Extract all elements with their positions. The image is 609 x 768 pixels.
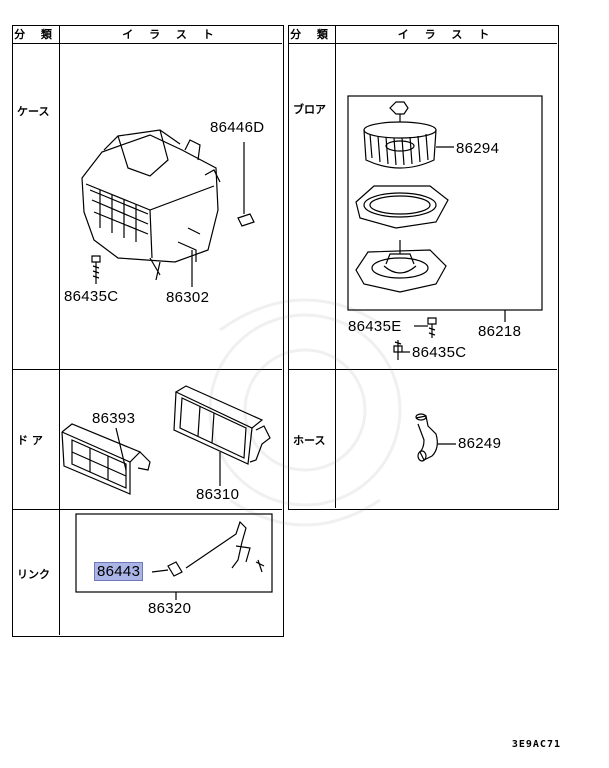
part-86294-label[interactable]: 86294 — [456, 140, 500, 157]
category-door: ド ア — [17, 434, 43, 447]
part-86393-label[interactable]: 86393 — [92, 410, 136, 427]
category-case: ケース — [17, 105, 50, 118]
right-category-header: 分 類 — [289, 26, 336, 44]
left-illust-header: イ ラ ス ト — [60, 26, 282, 44]
link-assembly-drawing — [75, 513, 273, 600]
part-86446D-label[interactable]: 86446D — [210, 119, 265, 136]
left-row-divider-1 — [13, 369, 282, 370]
case-screw-drawing — [91, 255, 101, 284]
door-filter-drawing — [61, 423, 151, 495]
left-row-divider-2 — [13, 509, 282, 510]
left-category-header: 分 類 — [13, 26, 60, 44]
case-clip-drawing — [237, 142, 255, 227]
part-86443-label[interactable]: 86443 — [94, 562, 144, 581]
case-housing-drawing — [81, 129, 221, 281]
right-column-divider — [335, 44, 336, 508]
part-86435E-label[interactable]: 86435E — [348, 318, 402, 335]
blower-assembly-drawing — [347, 95, 543, 322]
part-highlight: 86443 — [94, 562, 144, 581]
category-link: リンク — [17, 568, 50, 581]
left-parts-table: 分 類 イ ラ ス ト — [12, 25, 284, 637]
door-main-drawing — [173, 385, 271, 486]
diagram-code: 3E9AC71 — [511, 739, 561, 750]
part-86218-label[interactable]: 86218 — [478, 323, 522, 340]
watermark-emblem — [208, 298, 402, 527]
right-parts-table: 分 類 イ ラ ス ト — [288, 25, 559, 510]
part-86435C-label[interactable]: 86435C — [64, 288, 119, 305]
part-86310-label[interactable]: 86310 — [196, 486, 240, 503]
part-86249-label[interactable]: 86249 — [458, 435, 502, 452]
category-hose: ホース — [293, 434, 326, 447]
part-86435C-blower-label[interactable]: 86435C — [412, 344, 467, 361]
left-column-divider — [59, 44, 60, 635]
blower-screws-drawing — [393, 317, 437, 360]
hose-drawing — [415, 413, 456, 462]
right-illust-header: イ ラ ス ト — [336, 26, 557, 44]
part-86320-label[interactable]: 86320 — [148, 600, 192, 617]
part-86302-label[interactable]: 86302 — [166, 289, 210, 306]
right-row-divider-1 — [289, 369, 557, 370]
category-blower: ブロア — [293, 103, 326, 116]
